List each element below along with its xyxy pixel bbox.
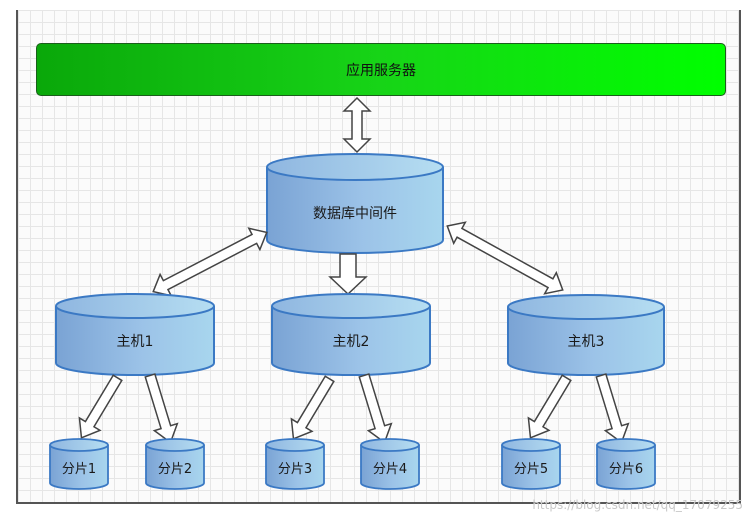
shard1-label: 分片1 <box>62 462 96 477</box>
host3-shard5-arrow <box>527 374 572 439</box>
shard5-label: 分片5 <box>514 462 548 477</box>
host3-label: 主机3 <box>568 334 605 350</box>
host3-shard6-arrow <box>595 373 630 444</box>
shard6-label: 分片6 <box>609 462 643 477</box>
host1-shard1-arrow <box>78 374 123 439</box>
shard2-cylinder: 分片2 <box>145 438 205 490</box>
middleware-cylinder: 数据库中间件 <box>266 153 444 254</box>
host3-cylinder: 主机3 <box>507 294 665 376</box>
middleware-host3-double-arrow <box>446 221 564 295</box>
shard3-label: 分片3 <box>278 462 312 477</box>
host1-cylinder: 主机1 <box>55 293 215 376</box>
middleware-label: 数据库中间件 <box>313 206 397 222</box>
shard3-cylinder: 分片3 <box>265 438 325 490</box>
host2-cylinder: 主机2 <box>271 293 431 376</box>
host2-label: 主机2 <box>333 334 370 350</box>
shard4-label: 分片4 <box>373 462 407 477</box>
shard1-cylinder: 分片1 <box>49 438 109 490</box>
host2-shard3-arrow <box>290 375 335 440</box>
shard5-cylinder: 分片5 <box>501 438 561 490</box>
middleware-host1-double-arrow <box>152 227 268 297</box>
server-middleware-double-arrow <box>342 96 372 154</box>
app-server-label: 应用服务器 <box>346 62 416 79</box>
middleware-host2-arrow <box>328 253 368 296</box>
host1-shard2-arrow <box>144 373 179 444</box>
shard2-label: 分片2 <box>158 462 192 477</box>
app-server-box: 应用服务器 <box>36 43 726 96</box>
host1-label: 主机1 <box>117 334 154 350</box>
shard6-cylinder: 分片6 <box>596 438 656 490</box>
shard4-cylinder: 分片4 <box>360 438 420 490</box>
watermark: https://blog.csdn.net/qq_17079255 <box>532 498 743 512</box>
host2-shard4-arrow <box>358 373 393 444</box>
